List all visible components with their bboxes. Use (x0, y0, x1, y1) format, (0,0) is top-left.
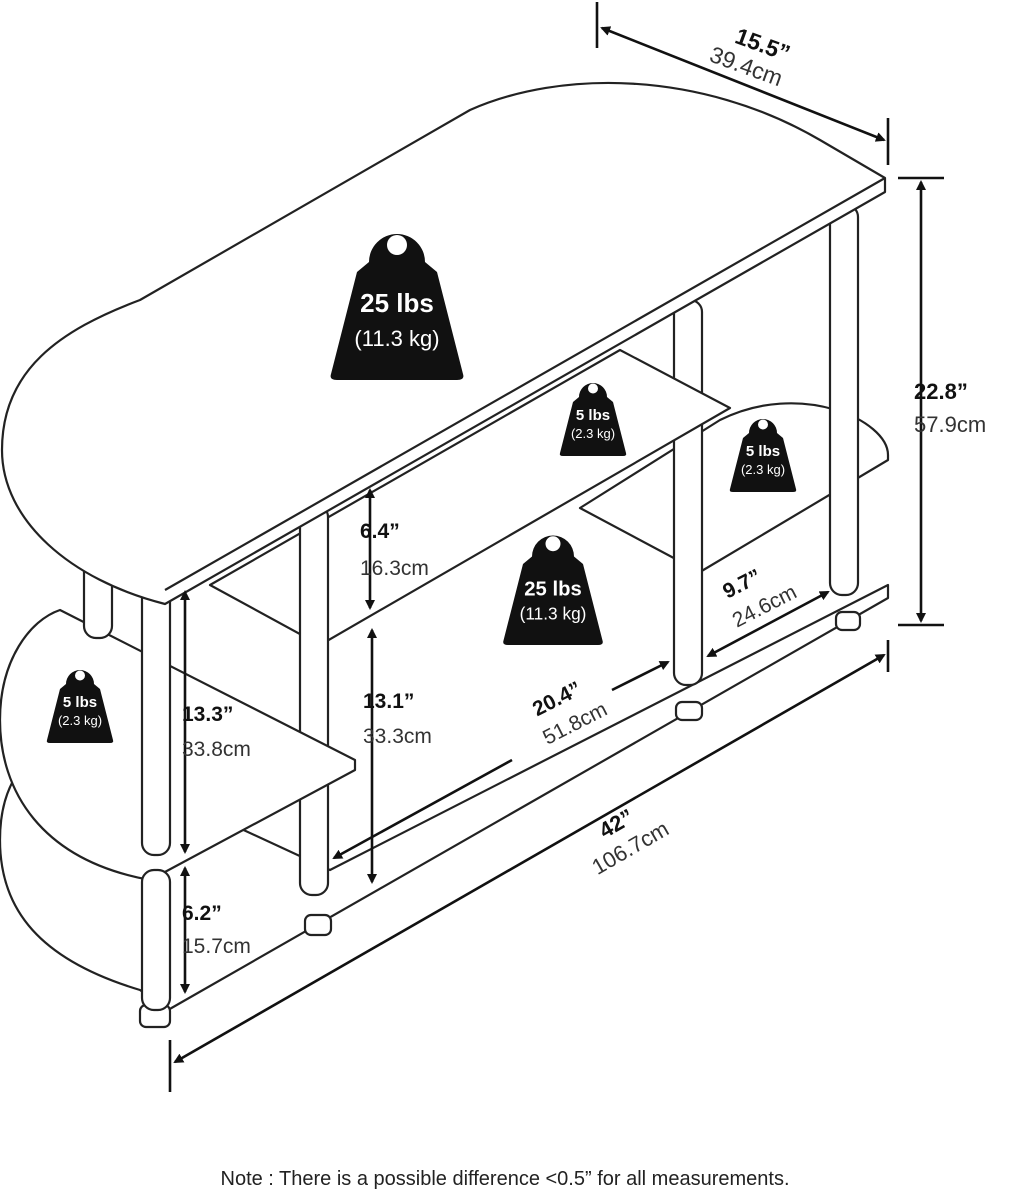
weight-upper-center-lbs: 5 lbs (576, 407, 610, 424)
weight-middle-lbs: 25 lbs (524, 579, 581, 601)
depth-arrow (600, 26, 886, 142)
post-mid (298, 503, 330, 897)
weight-tag-upper-right: 5 lbs (2.3 kg) (729, 419, 797, 492)
weight-upper-right-kg: (2.3 kg) (741, 462, 785, 477)
top-gap-in: 6.4” (360, 520, 400, 543)
mid-gap-cm: 33.3cm (363, 725, 432, 748)
width-arrow (173, 653, 886, 1064)
side-depth-arrow (706, 590, 830, 658)
weight-upper-center-kg: (2.3 kg) (571, 426, 615, 441)
post-right-back (828, 203, 860, 597)
weight-upper-right-lbs: 5 lbs (746, 443, 780, 460)
inner-width-arrow-b (332, 758, 513, 860)
dimension-labels: 15.5” 39.4cm 22.8” 57.9cm 42” 106.7cm 6.… (182, 23, 986, 958)
weight-tag-top: 25 lbs (11.3 kg) (330, 234, 464, 380)
weight-top-lbs: 25 lbs (360, 288, 434, 318)
weight-middle-kg: (11.3 kg) (520, 604, 587, 624)
stand-drawing (0, 81, 890, 1029)
weight-top-kg: (11.3 kg) (354, 326, 439, 351)
inner-width-arrow-a (611, 660, 670, 692)
bottom-foot-back (834, 610, 862, 632)
post-left-lower (140, 868, 172, 1012)
top-gap-cm: 16.3cm (360, 557, 429, 580)
weight-left-lbs: 5 lbs (63, 694, 97, 711)
tv-stand-dimension-diagram: 15.5” 39.4cm 22.8” 57.9cm 42” 106.7cm 6.… (0, 2, 986, 1092)
bottom-foot-right (674, 700, 704, 722)
post-left-front (140, 583, 172, 857)
left-gap-in: 13.3” (182, 703, 233, 726)
bottom-gap-cm: 15.7cm (182, 935, 251, 958)
weight-tag-left: 5 lbs (2.3 kg) (46, 670, 114, 743)
bottom-gap-in: 6.2” (182, 902, 222, 925)
dimension-lines (168, 2, 944, 1092)
weight-left-kg: (2.3 kg) (58, 713, 102, 728)
height-in: 22.8” (914, 379, 968, 404)
weight-tag-middle: 25 lbs (11.3 kg) (503, 535, 603, 645)
post-right-front (672, 298, 704, 687)
height-cm: 57.9cm (914, 412, 986, 437)
measurement-note: Note : There is a possible difference <0… (220, 1168, 790, 1190)
weight-tag-upper-center: 5 lbs (2.3 kg) (559, 383, 627, 456)
mid-gap-in: 13.1” (363, 690, 414, 713)
bottom-foot-mid (303, 913, 333, 937)
left-gap-cm: 33.8cm (182, 738, 251, 761)
